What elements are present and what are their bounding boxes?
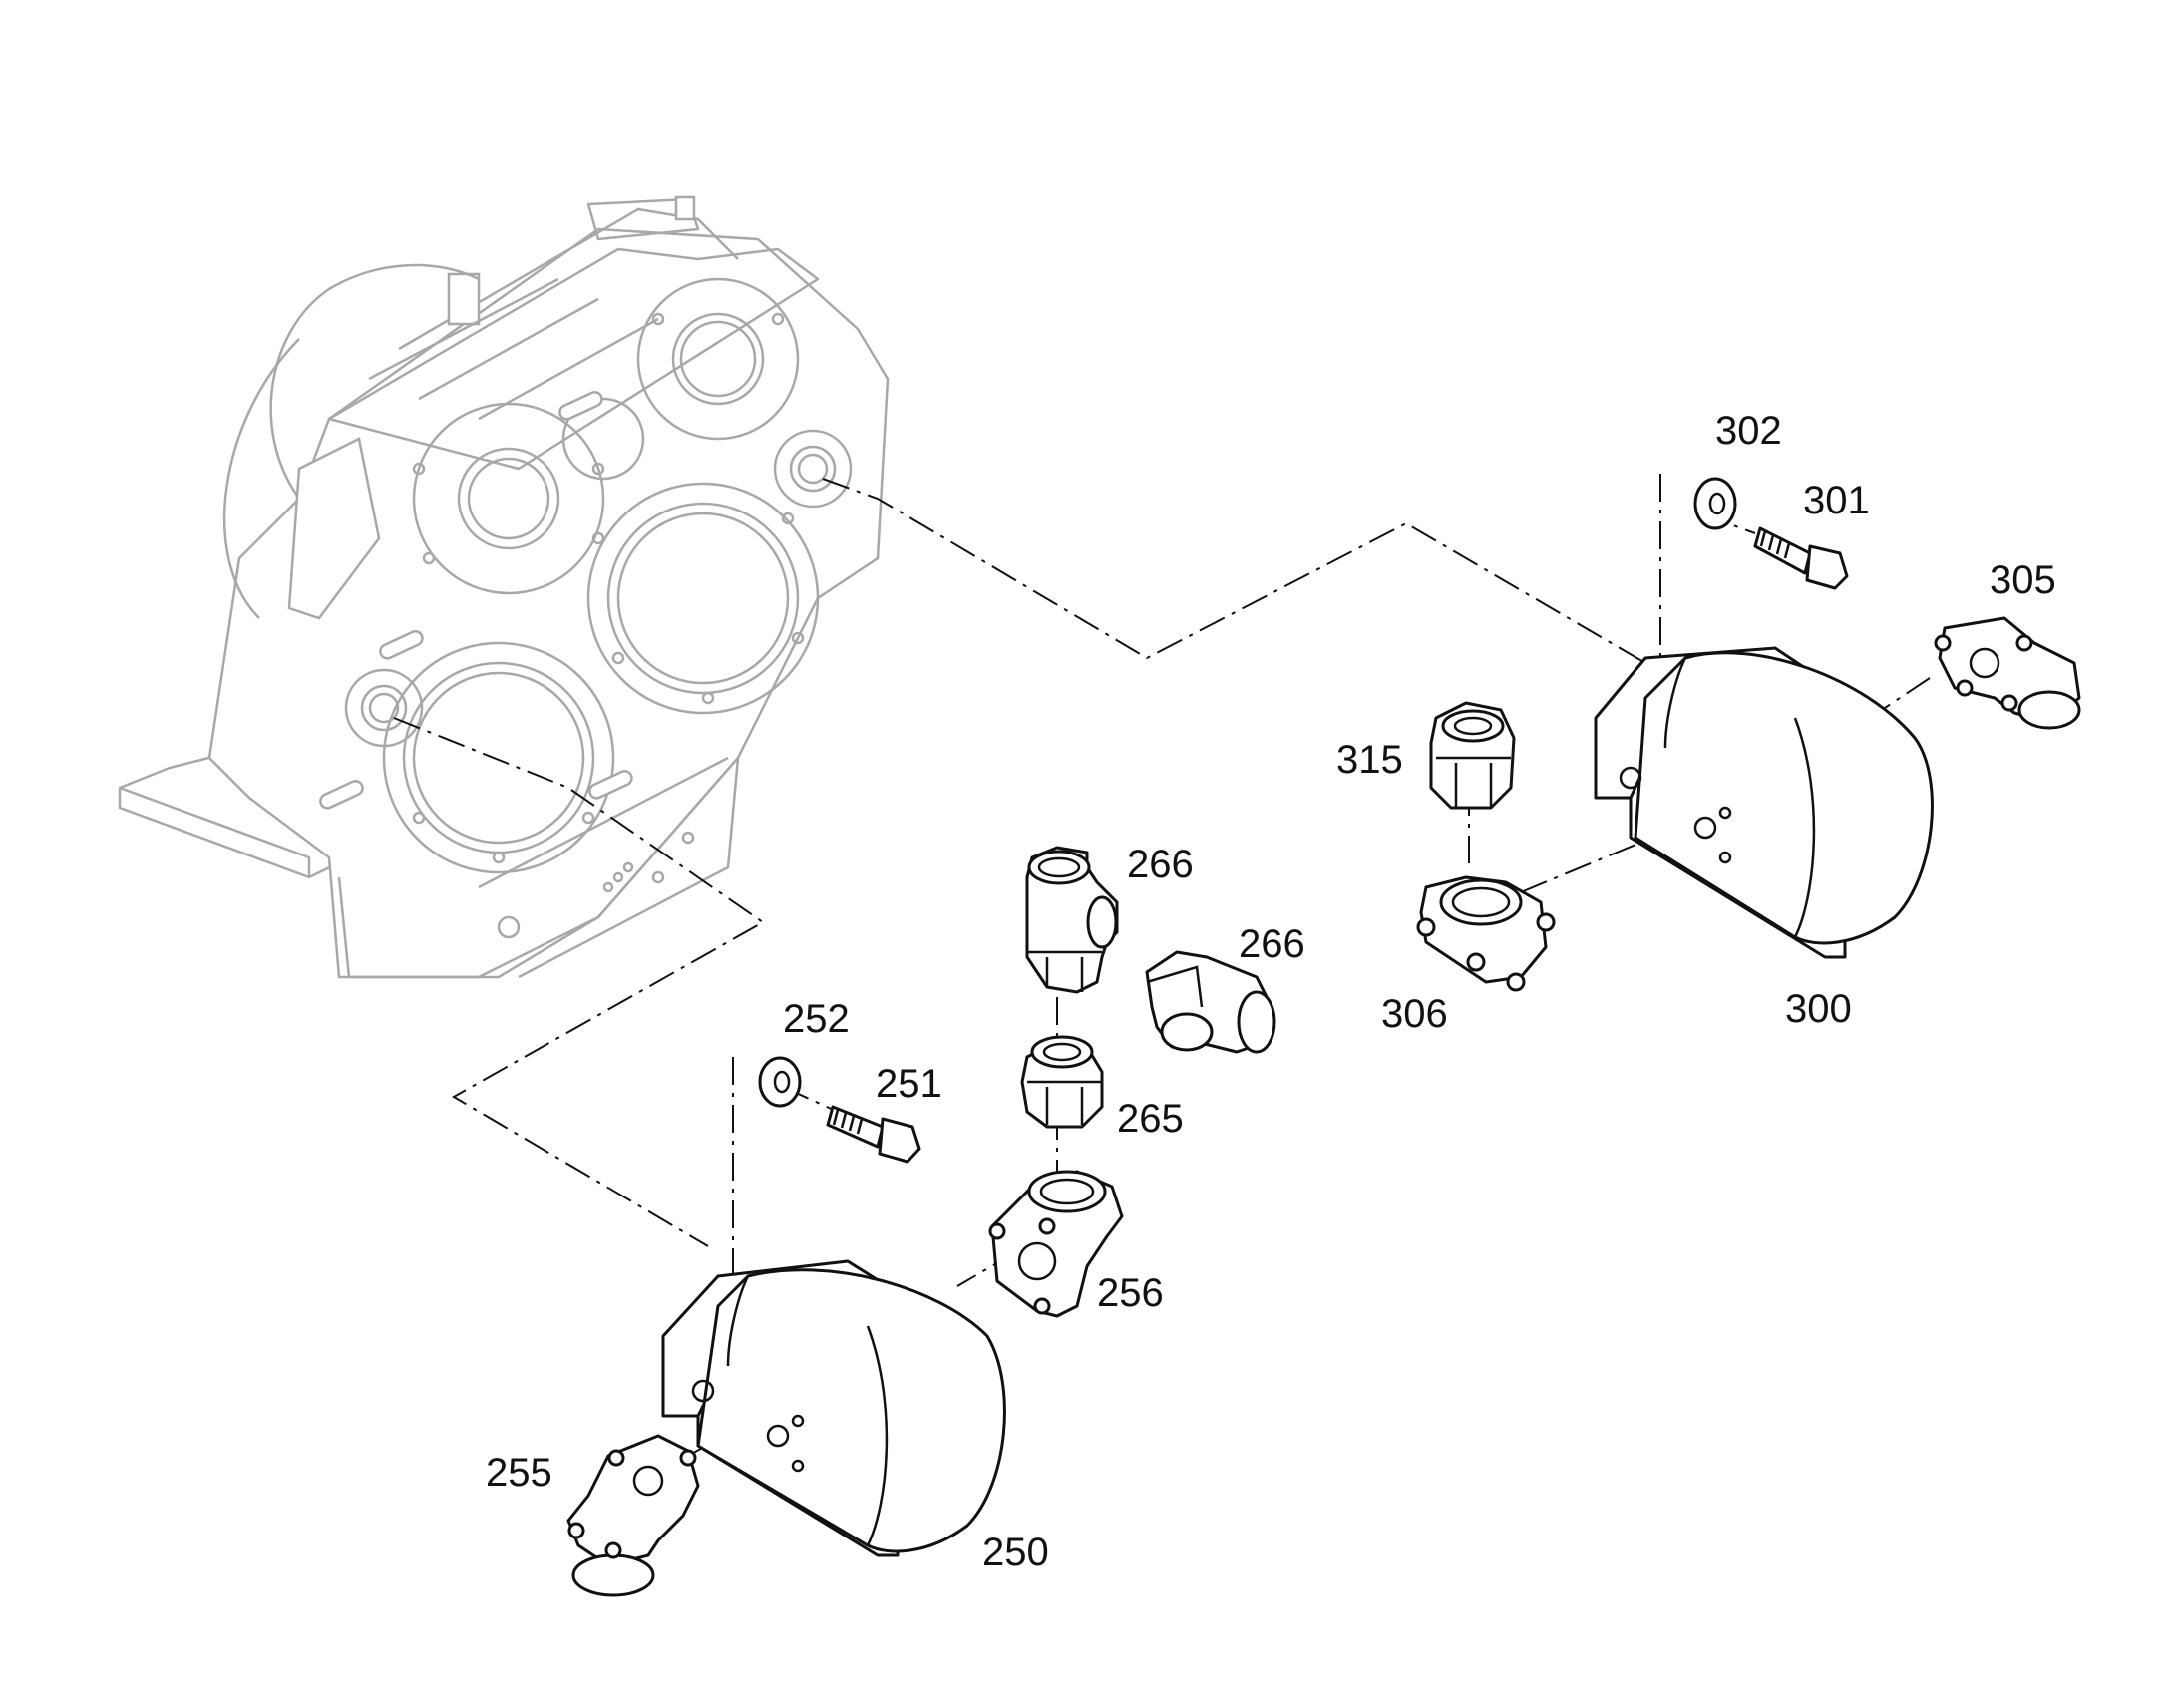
- elbow-fitting-305: [1934, 616, 2081, 730]
- callout-255: 255: [486, 1451, 552, 1495]
- callout-302: 302: [1715, 409, 1782, 453]
- housing-bolt-holes: [412, 312, 805, 884]
- bolt-251: [826, 1105, 921, 1164]
- tee-fitting-306: [1416, 875, 1556, 992]
- gearbox-housing: [118, 195, 890, 979]
- pump-250: [661, 1259, 1006, 1557]
- callout-315: 315: [1336, 738, 1403, 782]
- callout-251: 251: [876, 1062, 942, 1106]
- washer-252: [758, 1056, 802, 1108]
- callout-265: 265: [1117, 1097, 1184, 1141]
- elbow-fitting-255: [566, 1434, 700, 1597]
- callout-306: 306: [1381, 992, 1448, 1036]
- pump-300: [1594, 646, 1934, 959]
- callout-250: 250: [982, 1531, 1049, 1574]
- tee-fitting-256: [988, 1170, 1124, 1318]
- callout-266-lower: 266: [1239, 922, 1305, 966]
- callout-301: 301: [1803, 479, 1870, 522]
- callout-256: 256: [1097, 1271, 1164, 1315]
- tee-fitting-266-upper: [1025, 846, 1119, 994]
- callout-252: 252: [783, 997, 850, 1041]
- callout-labels: 302 301 305 315 266 266 306 300 252 251 …: [486, 409, 2056, 1574]
- union-nut-315: [1429, 701, 1516, 810]
- callout-266-upper: 266: [1127, 843, 1194, 886]
- union-nut-265: [1020, 1035, 1104, 1129]
- callout-305: 305: [1990, 558, 2056, 602]
- bolt-301: [1753, 526, 1849, 590]
- callout-300: 300: [1785, 987, 1852, 1031]
- tee-fitting-266-lower: [1145, 950, 1276, 1054]
- washer-302: [1693, 477, 1737, 530]
